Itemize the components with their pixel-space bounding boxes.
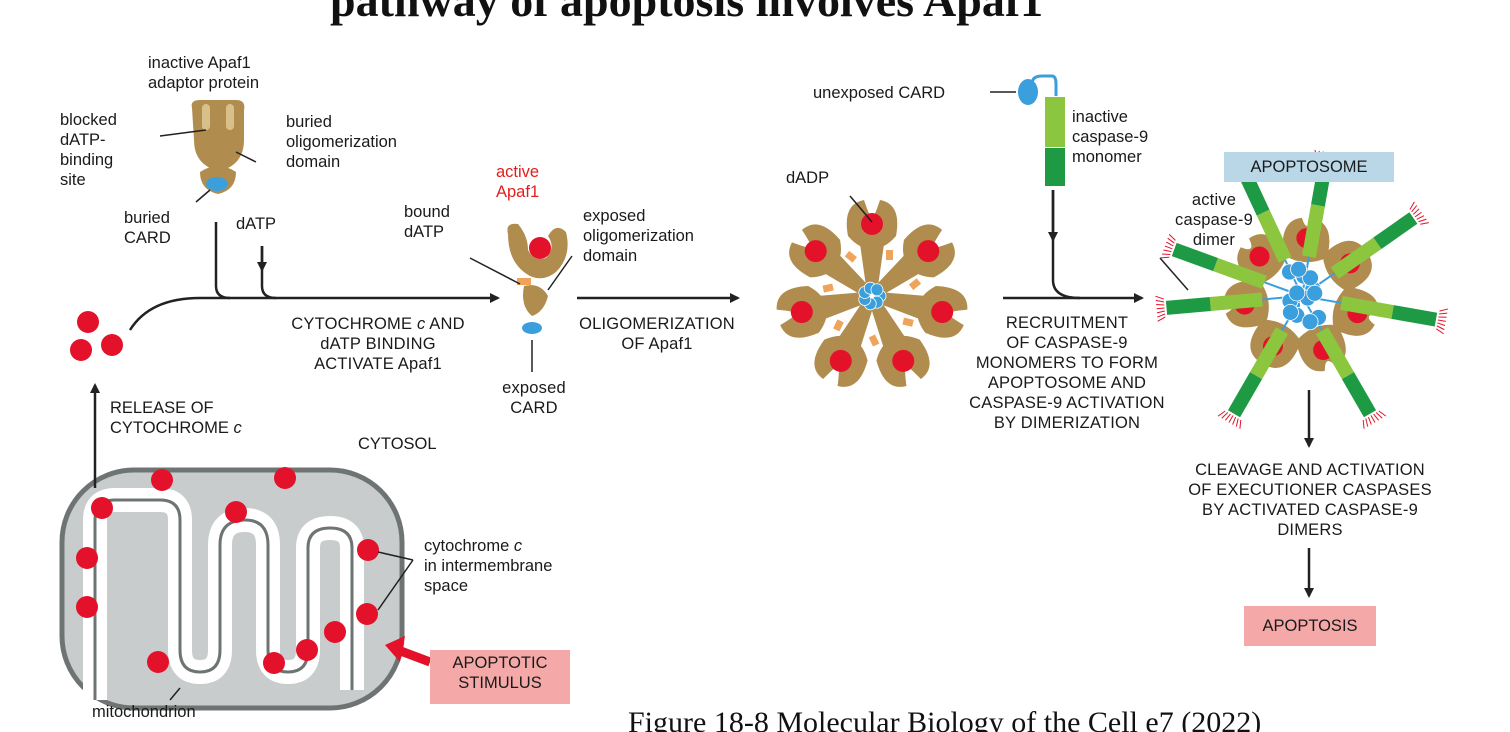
cytochrome-c-dots — [76, 467, 379, 674]
label-active-caspase9: active caspase-9 dimer — [1175, 191, 1253, 249]
apoptosome-shape — [1155, 149, 1449, 429]
label-active-apaf1: active Apaf1 — [496, 163, 540, 201]
figure-caption: Figure 18-8 Molecular Biology of the Cel… — [628, 706, 1262, 732]
apoptosome-box: APOPTOSOME — [1224, 152, 1394, 182]
apoptotic-stimulus-box: APOPTOTIC STIMULUS — [430, 650, 570, 704]
label-buried-card: buried CARD — [124, 209, 171, 247]
released-cytochrome-c — [70, 311, 123, 361]
apaf1-heptamer — [776, 200, 968, 387]
label-unexposed-card: unexposed CARD — [813, 84, 946, 102]
label-dadp: dADP — [786, 169, 830, 187]
apaf1-subunit — [876, 224, 955, 295]
apaf1-subunit — [868, 302, 930, 387]
caspase9-dimer-arm — [1155, 292, 1303, 322]
caption-recruitment: RECRUITMENT OF CASPASE-9 MONOMERS TO FOR… — [969, 314, 1165, 432]
caption-oligomerization: OLIGOMERIZATION OF Apaf1 — [579, 315, 735, 353]
caspase9-dimer-arm — [1301, 295, 1449, 335]
figure-title-cropped: pathway of apoptosis involves Apaf1 — [330, 0, 1044, 26]
label-cytosol: CYTOSOL — [358, 435, 437, 453]
apaf1-subunit — [880, 285, 968, 338]
label-bound-datp: bound dATP — [404, 203, 450, 241]
caption-cleavage: CLEAVAGE AND ACTIVATION OF EXECUTIONER C… — [1188, 461, 1432, 539]
active-apaf1-shape — [507, 223, 568, 334]
stimulus-arrow — [396, 645, 432, 667]
caption-cytochrome-binding: CYTOCHROME c AND dATP BINDING ACTIVATE A… — [291, 315, 465, 373]
label-buried-oligomerization: buried oligomerization domain — [286, 113, 397, 171]
label-blocked-site: blocked dATP- binding site — [60, 111, 117, 189]
label-mitochondrion: mitochondrion — [92, 703, 196, 721]
caspase9-monomer — [1018, 74, 1065, 186]
label-exposed-oligomerization: exposed oligomerization domain — [583, 207, 694, 265]
label-exposed-card: exposed CARD — [502, 379, 566, 417]
apaf1-subunit — [789, 224, 868, 295]
caption-release: RELEASE OF CYTOCHROME c — [110, 399, 242, 437]
pathway-arrow-1 — [128, 293, 500, 331]
label-datp: dATP — [236, 215, 277, 233]
apaf1-subunit — [814, 302, 874, 387]
label-inactive-caspase9: inactive caspase-9 monomer — [1072, 108, 1149, 166]
caspase9-dimer-arm — [1301, 295, 1387, 429]
label-inactive-apaf1: inactive Apaf1 adaptor protein — [148, 54, 259, 92]
apaf1-subunit — [776, 283, 864, 338]
inactive-apaf1-shape — [191, 100, 245, 194]
apoptosis-box: APOPTOSIS — [1244, 606, 1376, 646]
label-cytochrome-c: cytochrome c in intermembrane space — [424, 537, 553, 595]
apaf1-subunit — [846, 200, 898, 286]
